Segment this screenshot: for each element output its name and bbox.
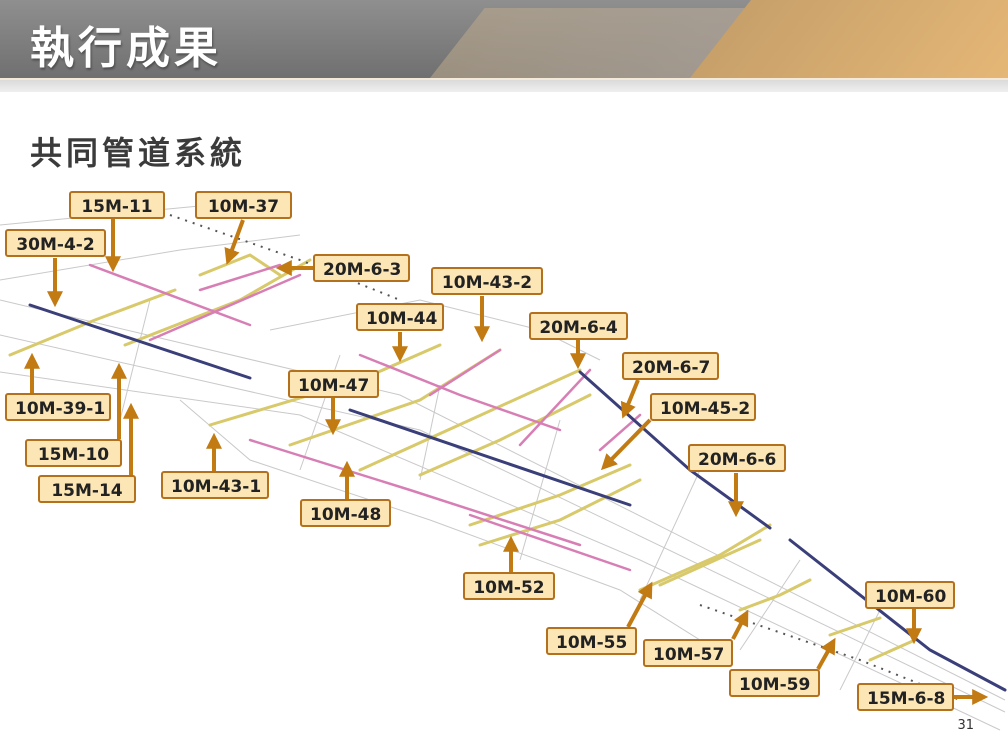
label-10M-44: 10M-44 <box>356 303 444 331</box>
label-10M-60: 10M-60 <box>865 581 955 609</box>
label-10M-43-1: 10M-43-1 <box>161 471 269 499</box>
label-15M-6-8: 15M-6-8 <box>857 683 954 711</box>
label-15M-10: 15M-10 <box>25 439 122 467</box>
label-20M-6-6: 20M-6-6 <box>688 444 786 472</box>
label-15M-14: 15M-14 <box>38 475 136 503</box>
label-10M-57: 10M-57 <box>643 639 733 667</box>
callout-arrows <box>24 218 989 705</box>
label-15M-11: 15M-11 <box>69 191 165 219</box>
header-stripe <box>0 78 1008 80</box>
label-10M-45-2: 10M-45-2 <box>650 393 756 421</box>
section-subtitle: 共同管道系統 <box>30 134 247 172</box>
label-10M-48: 10M-48 <box>300 499 391 527</box>
label-10M-52: 10M-52 <box>463 572 555 600</box>
header-underline <box>0 78 1008 92</box>
label-10M-43-2: 10M-43-2 <box>431 267 543 295</box>
page-number: 31 <box>957 718 974 733</box>
label-10M-37: 10M-37 <box>195 191 292 219</box>
label-10M-39-1: 10M-39-1 <box>5 393 111 421</box>
label-20M-6-7: 20M-6-7 <box>622 352 719 380</box>
label-10M-47: 10M-47 <box>288 370 379 398</box>
page-title: 執行成果 <box>30 23 222 74</box>
label-10M-55: 10M-55 <box>546 627 637 655</box>
label-30M-4-2: 30M-4-2 <box>5 229 106 257</box>
road-outlines <box>0 204 1006 731</box>
label-20M-6-3: 20M-6-3 <box>313 254 410 282</box>
label-20M-6-4: 20M-6-4 <box>529 312 628 340</box>
slide-header <box>0 0 1008 92</box>
label-10M-59: 10M-59 <box>729 669 820 697</box>
